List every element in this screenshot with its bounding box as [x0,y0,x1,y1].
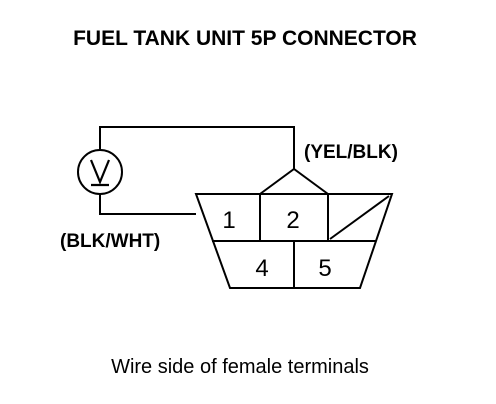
diagonal-slash-icon [329,195,390,240]
voltmeter-icon [77,149,123,195]
negative-lead-wire [99,190,196,215]
positive-lead-wire [99,126,295,169]
terminal-1-label: 1 [222,207,235,234]
meter-wiring [99,126,295,215]
positive-wire-label: (YEL/BLK) [304,142,398,163]
locking-tab [259,167,329,195]
terminal-4-label: 4 [255,255,268,282]
terminal-2-label: 2 [286,207,299,234]
negative-wire-label: (BLK/WHT) [60,231,160,252]
terminal-5-label: 5 [318,255,331,282]
diagram-title: FUEL TANK UNIT 5P CONNECTOR [73,27,417,50]
diagram-caption: Wire side of female terminals [111,356,369,378]
connector-housing [194,167,394,289]
